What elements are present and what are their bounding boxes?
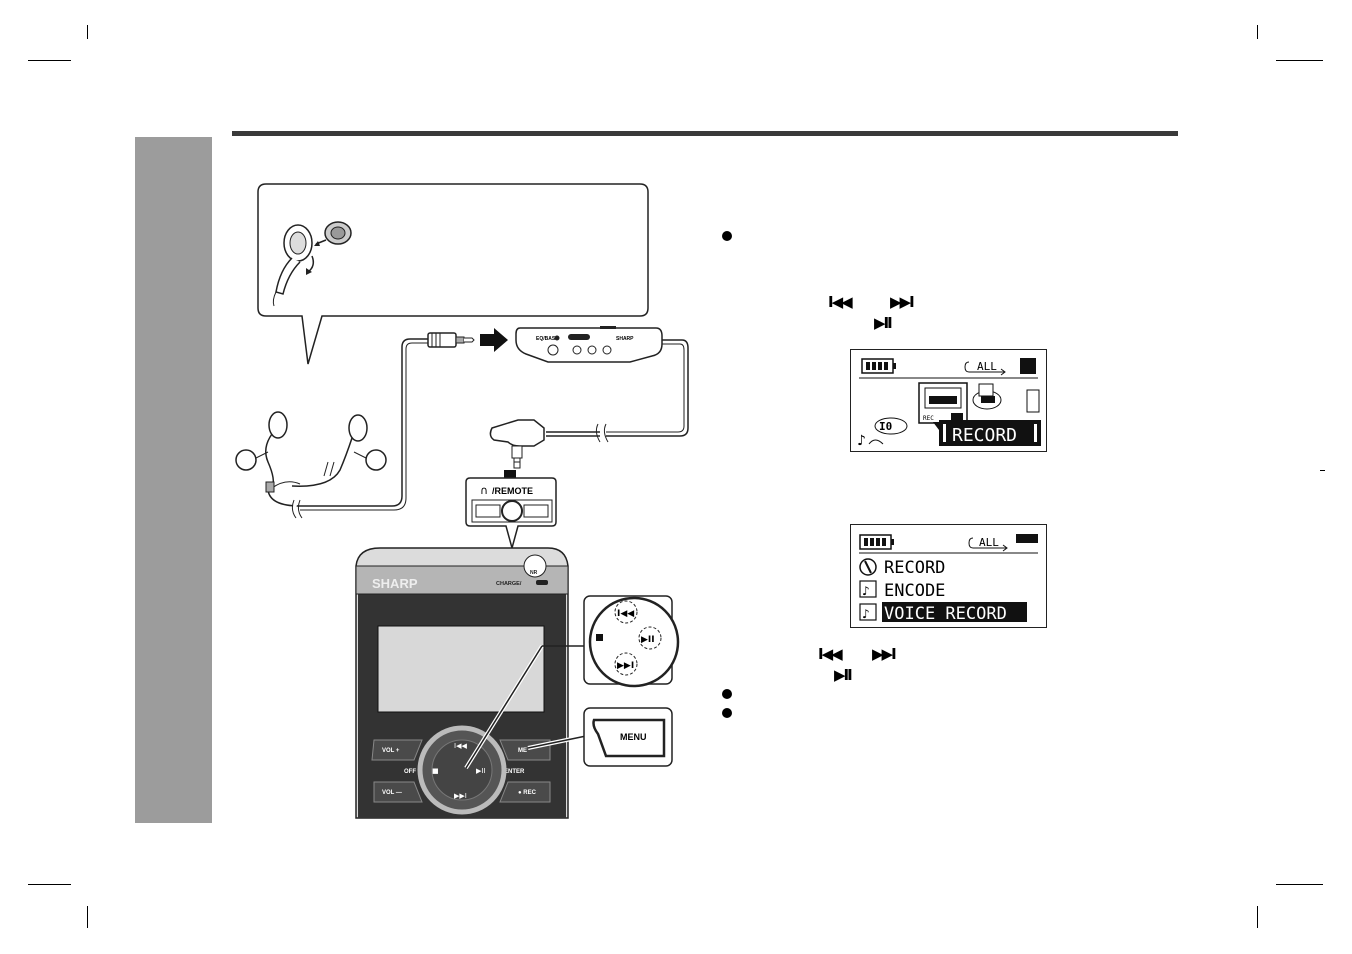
next-button-icon: ▶▶I: [890, 293, 915, 311]
lcd-screen-menu: ALL RECORD ♪ ENCODE ♪ VOICE RECORD: [850, 524, 1047, 628]
repeat-all-icon: [964, 361, 1006, 376]
svg-text:CHARGE/: CHARGE/: [496, 581, 522, 587]
svg-text:VOL —: VOL —: [382, 790, 402, 796]
svg-text:ALL: ALL: [979, 536, 999, 549]
svg-text:EQ/BASS: EQ/BASS: [536, 336, 559, 342]
record-mode-icon: REC: [918, 382, 968, 424]
remote-control: EQ/BASS SHARP: [515, 326, 689, 437]
svg-text:ENCODE: ENCODE: [884, 581, 945, 601]
status-indicator: [1016, 534, 1038, 543]
crop-mark: [1276, 884, 1323, 885]
lcd-screen-record: ALL REC I0 ♪ RECORD: [850, 349, 1047, 452]
svg-text:VOICE RECORD: VOICE RECORD: [884, 604, 1007, 624]
svg-text:ALL: ALL: [977, 360, 997, 373]
crop-mark: [1257, 906, 1258, 928]
svg-text:SHARP: SHARP: [372, 576, 418, 591]
earbud-cover-illustration: [272, 221, 352, 307]
svg-text:REC: REC: [923, 415, 934, 422]
jack-callout: ∩ /REMOTE: [465, 477, 557, 551]
battery-icon: [859, 534, 894, 550]
note-icon: ♪: [859, 580, 877, 598]
crop-mark: [28, 884, 71, 885]
device-plug: [489, 419, 545, 469]
header-rule: [232, 131, 1178, 136]
prev-button-icon: I◀◀: [828, 293, 853, 311]
svg-text:SHARP: SHARP: [616, 336, 634, 342]
earphones: [235, 411, 387, 493]
section-tab: [135, 137, 212, 823]
svg-text:VOL +: VOL +: [382, 748, 400, 754]
stop-indicator: [1020, 358, 1036, 374]
svg-text:▶II: ▶II: [476, 767, 486, 775]
callout-balloon: [257, 183, 649, 365]
connection-illustration: EQ/BASS SHARP ∩ /REMOTE SHARP: [235, 183, 689, 819]
record-selection: [939, 420, 1041, 446]
dial-callout: I◀◀ ▶II ▶▶I: [583, 595, 680, 688]
mic-icon: [859, 558, 877, 576]
svg-text:▶II: ▶II: [641, 635, 655, 645]
svg-text:▶▶I: ▶▶I: [454, 792, 467, 800]
play-pause-button-icon: ▶II: [874, 314, 893, 332]
svg-text:RECORD: RECORD: [884, 558, 945, 578]
svg-text:RECORD: RECORD: [952, 425, 1017, 446]
svg-text:I0: I0: [879, 420, 892, 433]
bullet: [722, 689, 732, 699]
svg-text:NR: NR: [530, 570, 538, 576]
prev-button-icon: I◀◀: [818, 645, 843, 663]
svg-text:I◀◀: I◀◀: [454, 742, 467, 750]
crop-mark: [1276, 60, 1323, 61]
menu-callout: MENU: [583, 707, 673, 767]
svg-text:MENU: MENU: [620, 732, 647, 742]
svg-text:ME: ME: [518, 748, 527, 754]
svg-text:♪: ♪: [862, 607, 870, 621]
svg-text:● REC: ● REC: [518, 790, 537, 796]
svg-text:♪: ♪: [857, 433, 866, 449]
crop-mark: [28, 60, 71, 61]
plug-in-arrow: [480, 328, 508, 352]
svg-text:OFF: OFF: [404, 769, 416, 775]
earphone-plug: [427, 332, 475, 348]
play-pause-button-icon: ▶II: [834, 666, 853, 684]
next-button-icon: ▶▶I: [872, 645, 897, 663]
bullet: [722, 708, 732, 718]
svg-text:■: ■: [432, 767, 439, 775]
svg-text:∩: ∩: [480, 484, 488, 497]
svg-text:I◀◀: I◀◀: [617, 609, 634, 619]
crop-mark: [87, 25, 88, 39]
bullet: [722, 231, 732, 241]
voice-record-selection: [882, 602, 1027, 622]
repeat-all-icon: [968, 537, 1008, 552]
note-icon: ♪: [859, 603, 877, 621]
player-device: SHARP CHARGE/ NR VOL + VOL — OFF ME ● RE…: [355, 547, 569, 819]
crop-mark: [87, 906, 88, 928]
svg-text:ENTER: ENTER: [504, 769, 525, 775]
margin-mark: [1320, 470, 1325, 471]
svg-text:/REMOTE: /REMOTE: [492, 486, 533, 496]
crop-mark: [1257, 25, 1258, 39]
svg-text:▶▶I: ▶▶I: [617, 661, 634, 671]
battery-icon: [861, 358, 896, 374]
svg-text:♪: ♪: [862, 584, 870, 598]
